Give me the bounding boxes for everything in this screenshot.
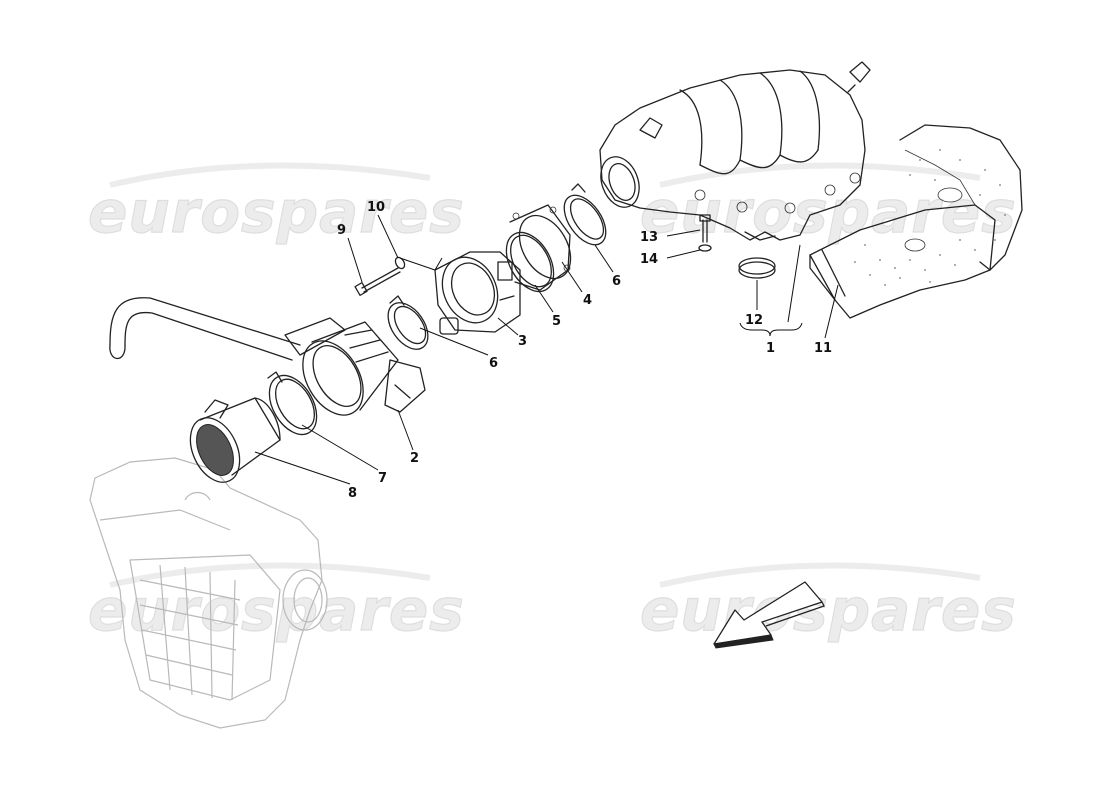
direction-arrow-icon xyxy=(713,581,825,649)
callout-14: 14 xyxy=(640,252,658,267)
callout-11: 11 xyxy=(814,341,832,356)
leader-lines xyxy=(254,214,839,485)
callout-10: 10 xyxy=(367,200,385,215)
callout-13: 13 xyxy=(640,230,658,245)
callout-7: 7 xyxy=(378,471,387,486)
callout-3: 3 xyxy=(518,334,527,349)
clamp-part-6-upper xyxy=(563,183,607,246)
callout-6-lower: 6 xyxy=(489,356,498,371)
intake-manifold-part-1 xyxy=(599,61,871,241)
air-filter-box xyxy=(89,457,328,729)
watermarks: eurospares eurospares eurospares eurospa… xyxy=(87,162,1017,645)
gasket-part-5 xyxy=(505,231,555,293)
air-flow-meter-part-8 xyxy=(189,397,281,483)
adapter-flange-part-4 xyxy=(509,204,572,291)
watermark-top-right: eurospares xyxy=(640,178,1017,246)
heat-shield-part-11 xyxy=(809,124,1023,319)
callout-4: 4 xyxy=(583,293,592,308)
watermark-bottom-right: eurospares xyxy=(640,576,1017,644)
callout-8: 8 xyxy=(348,486,357,501)
seal-part-12 xyxy=(738,257,776,279)
callout-2: 2 xyxy=(410,451,419,466)
watermark-top-left: eurospares xyxy=(88,178,465,246)
callout-6-upper: 6 xyxy=(612,274,621,289)
throttle-body-part-3 xyxy=(434,251,521,335)
bolt-part-9 xyxy=(354,267,401,296)
watermark-bottom-left: eurospares xyxy=(88,576,465,644)
callout-5: 5 xyxy=(552,314,561,329)
callout-labels: 1 2 3 4 5 6 6 7 8 9 10 11 12 13 14 xyxy=(337,200,832,501)
clamp-part-7 xyxy=(267,371,318,436)
callout-1: 1 xyxy=(766,341,775,356)
intake-hose xyxy=(109,297,301,361)
intake-sleeve-part-2 xyxy=(284,317,426,416)
washer-part-10 xyxy=(394,256,406,270)
screw-part-13 xyxy=(699,214,711,243)
callout-9: 9 xyxy=(337,223,346,238)
callout-12: 12 xyxy=(745,313,763,328)
washer-part-14 xyxy=(698,244,712,252)
clamp-part-6-lower xyxy=(387,295,429,350)
heat-shield-texture xyxy=(854,149,1006,286)
